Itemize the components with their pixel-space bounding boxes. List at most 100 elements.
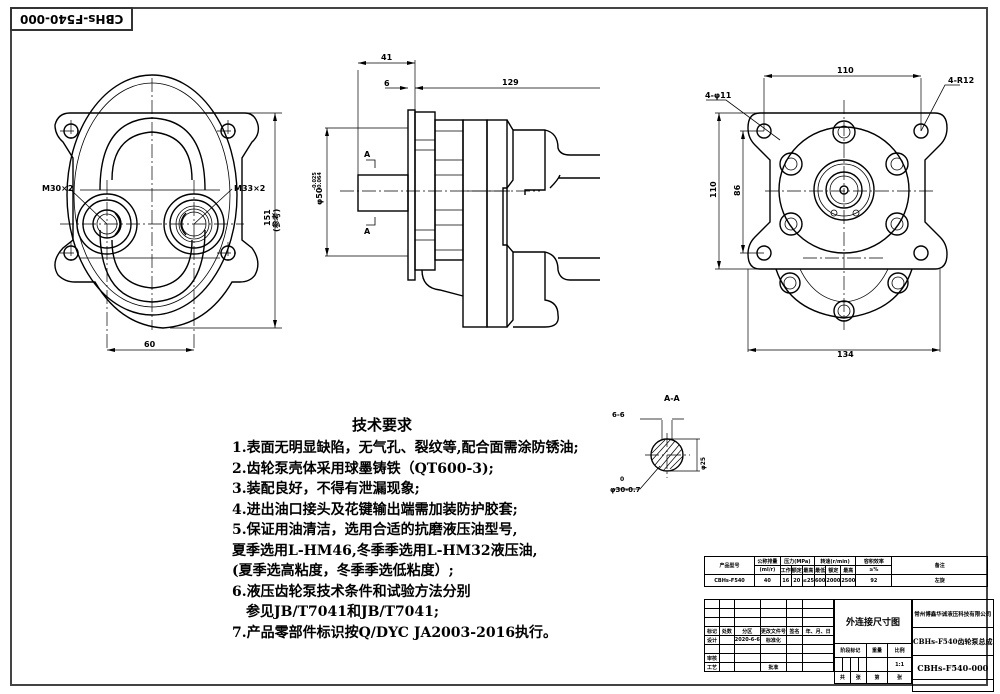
product-info: 常州博鑫华诚液压科技有限公司 CBHs-F540齿轮泵总成 CBHs-F540-…	[912, 599, 994, 692]
revision-grid: 标记 处数 分区 更改文件号 签名 年、月、日 设计 2020-6-6 标准化 …	[704, 599, 834, 672]
company-name: 常州博鑫华诚液压科技有限公司	[912, 599, 994, 628]
section-view: A-A 6-6 φ25 0 φ30-0.7	[610, 394, 707, 494]
td-speed: 600	[813, 574, 827, 587]
sheet-num: 第	[865, 671, 889, 684]
stage-label: 阶段标记	[834, 643, 867, 658]
end-inner-height-dim: 86	[733, 184, 742, 196]
shaft-length-dim: 41	[381, 53, 393, 62]
th-pressure-sub: 最高	[801, 565, 815, 575]
sheets-total: 共	[834, 671, 851, 684]
th-pressure-sub: 工作	[779, 565, 792, 575]
standardization-label: 标准化	[759, 635, 787, 645]
section-mark-top: A	[364, 150, 371, 159]
td-model: CBHs-F540	[703, 574, 756, 587]
scale-label: 比例	[887, 643, 912, 658]
front-height-dim: 151	[263, 209, 272, 226]
th-pressure: 压力(MPa)	[779, 556, 815, 566]
tech-req-item: (夏季选高粘度，冬季季选低粘度）;	[232, 563, 454, 579]
body-length-dim: 129	[502, 78, 519, 87]
th-displacement-unit: (ml/r)	[754, 565, 781, 575]
spline-minor-label: φ25	[700, 457, 707, 470]
scale-value: 1:1	[887, 657, 912, 672]
rev-header: 标记	[704, 626, 720, 636]
th-displacement: 公称排量	[754, 556, 781, 566]
side-view: A A 41 6 129 φ50 -0.025 -0.064	[312, 53, 600, 328]
sheet-label-2: 张	[887, 671, 912, 684]
th-efficiency-unit: ≥%	[855, 565, 893, 575]
td-speed: 2500	[840, 574, 857, 587]
port-left-label: M30×2	[42, 184, 73, 193]
pilot-tol-upper: -0.025	[312, 172, 318, 190]
th-model: 产品型号	[703, 556, 756, 575]
rev-header: 更改文件号	[759, 626, 787, 636]
pilot-diameter-dim: φ50	[315, 187, 324, 205]
rev-header: 签名	[785, 626, 804, 636]
tech-req-item: 夏季选用L-HM46,冬季季选用L-HM32液压油,	[232, 542, 538, 559]
end-bottom-width-dim: 134	[837, 350, 854, 359]
radius-label: 4-R12	[948, 76, 974, 85]
section-mark-bottom: A	[364, 227, 371, 236]
approve-label: 批准	[759, 662, 787, 672]
td-pressure: 20	[790, 574, 803, 587]
technical-requirements: 技术要求 1.表面无明显缺陷，无气孔、裂纹等,配合面需涂防锈油; 2.齿轮泵壳体…	[232, 414, 579, 643]
product-name: CBHs-F540齿轮泵总成	[912, 627, 994, 656]
process-label: 工艺	[704, 662, 720, 672]
spline-major-value: 0	[620, 476, 624, 483]
td-remark: 左旋	[891, 574, 988, 587]
end-height-dim: 110	[709, 181, 718, 198]
end-flange-outline	[747, 112, 948, 270]
drawing-title: 外连接尺寸图	[834, 599, 912, 644]
th-speed: 转速(r/min)	[813, 556, 857, 566]
port-spacing-dim: 60	[144, 340, 156, 349]
th-speed-sub: 额定	[825, 565, 842, 575]
pilot-tol-lower: -0.064	[317, 172, 323, 190]
rev-header: 分区	[733, 626, 761, 636]
drawing-frame	[10, 7, 988, 686]
td-efficiency: 92	[855, 574, 893, 587]
section-title: A-A	[664, 394, 681, 403]
spline-major-label: φ30-0.7	[610, 486, 641, 494]
drawing-number: CBHs-F540-000	[912, 655, 994, 680]
front-height-note: (参考)	[271, 209, 281, 232]
front-mount-holes	[60, 120, 239, 264]
title-block: 产品型号 公称排量 压力(MPa) 转速(r/min) 容积效率 备注 (ml/…	[703, 556, 994, 692]
th-speed-sub: 最高	[840, 565, 857, 575]
port-right-label: M33×2	[234, 184, 265, 193]
tech-req-item: 5.保证用油清洁，选用合适的抗磨液压油型号,	[232, 522, 518, 538]
tech-req-item: 6.液压齿轮泵技术条件和试验方法分别	[232, 583, 471, 600]
spline-width-label: 6-6	[612, 411, 625, 419]
tech-req-item: 参见JB/T7041和JB/T7041;	[246, 604, 440, 620]
th-speed-sub: 最低	[813, 565, 827, 575]
sheet-label: 张	[849, 671, 867, 684]
th-remark: 备注	[891, 556, 988, 575]
drawing-code-box: CBHs-F540-000	[10, 7, 133, 31]
th-pressure-sub: 额定	[790, 565, 803, 575]
drawing-info: 外连接尺寸图 阶段标记 重量 比例 1:1 共 张 第 张	[834, 599, 912, 684]
end-bolt-bosses	[779, 120, 909, 322]
front-view: M30×2 M33×2 151 (参考) 60	[42, 74, 282, 352]
design-label: 设计	[704, 635, 720, 645]
tech-req-item: 3.装配良好，不得有泄漏现象;	[232, 481, 420, 497]
spec-row: CBHs-F540 40 16 20 ≤25 600 2000 2500 92 …	[703, 574, 988, 587]
th-efficiency: 容积效率	[855, 556, 893, 566]
weight-label: 重量	[865, 643, 889, 658]
end-view: 110 110 86 134 4-φ11 4-R12	[705, 66, 974, 359]
tech-req-item: 4.进出油口接头及花键输出端需加装防护胶套;	[232, 501, 518, 518]
tech-req-item: 7.产品零部件标识按Q/DYC JA2003-2016执行。	[232, 624, 558, 641]
rev-header: 处数	[718, 626, 735, 636]
end-top-width-dim: 110	[837, 66, 854, 75]
td-pressure: 16	[779, 574, 792, 587]
spec-table: 产品型号 公称排量 压力(MPa) 转速(r/min) 容积效率 备注 (ml/…	[703, 556, 988, 587]
td-displacement: 40	[754, 574, 781, 587]
review-label: 审核	[704, 653, 720, 663]
end-corner-holes	[756, 123, 929, 261]
rev-header: 年、月、日	[802, 626, 834, 636]
tech-req-item: 2.齿轮泵壳体采用球墨铸铁（QT600-3);	[232, 460, 494, 477]
front-flange-outline	[54, 112, 260, 329]
td-pressure: ≤25	[801, 574, 815, 587]
flange-dim: 6	[384, 79, 390, 88]
tech-req-title: 技术要求	[352, 416, 413, 434]
td-speed: 2000	[825, 574, 842, 587]
hole-label: 4-φ11	[705, 91, 732, 100]
